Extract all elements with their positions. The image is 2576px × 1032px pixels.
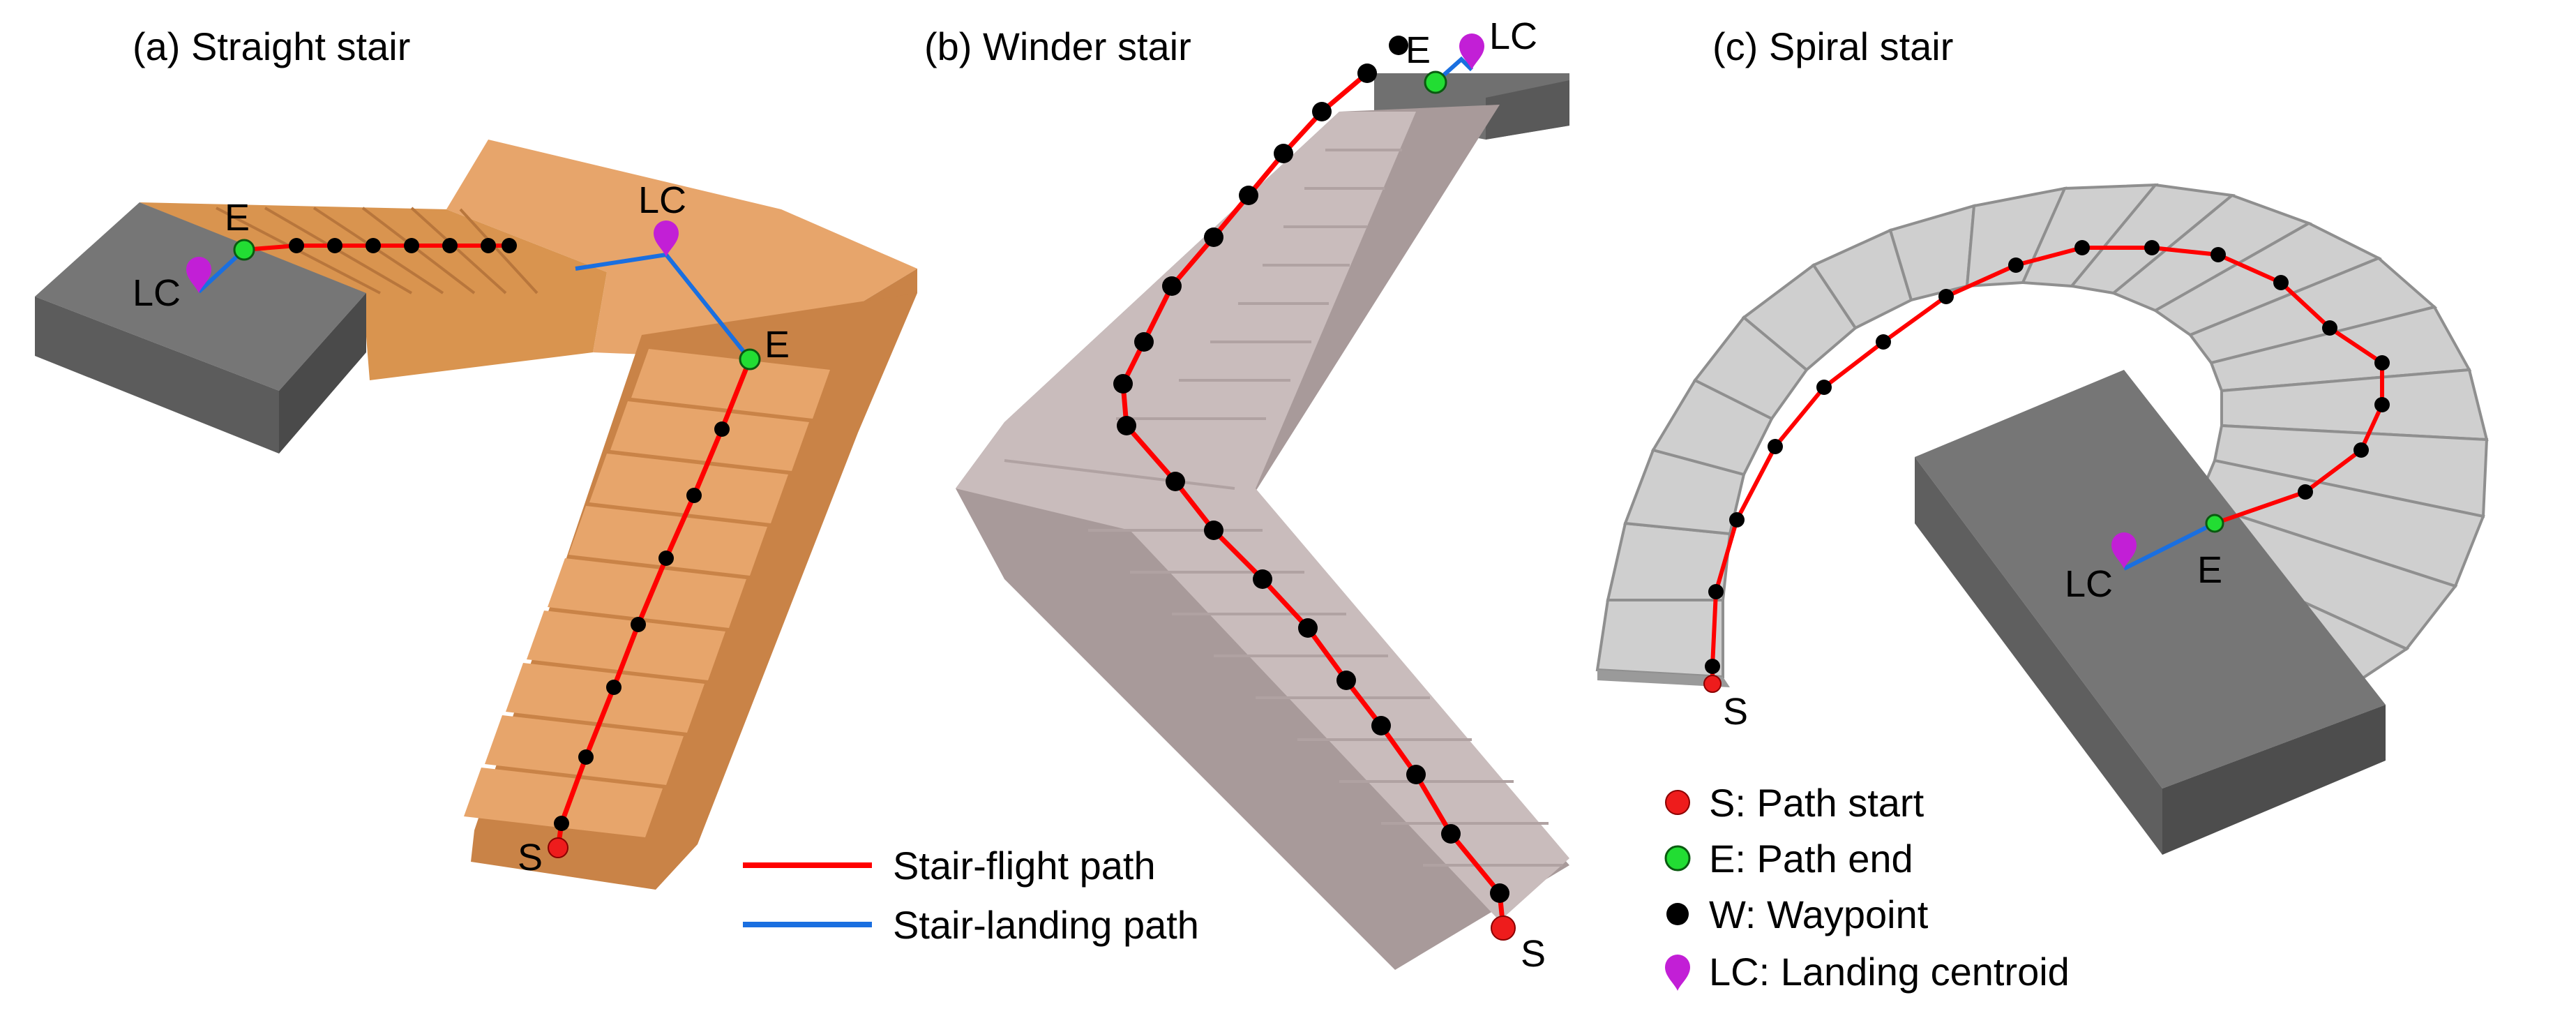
legend-flight-label: Stair-flight path bbox=[893, 844, 1156, 888]
spiral-stair-outer-edge bbox=[1597, 670, 1730, 687]
spiral-stair-start-marker bbox=[1703, 675, 1722, 693]
legend-markers: S: Path start E: Path end W: Waypoint LC… bbox=[1664, 781, 2070, 994]
straight-stair-left-landing-front bbox=[35, 297, 279, 454]
legend-waypoint-marker bbox=[1666, 903, 1689, 925]
winder-stair-end-marker bbox=[1424, 70, 1447, 94]
panel-winder-stair: (b) Winder stair bbox=[924, 15, 1569, 975]
straight-stair-lower-flight-treads bbox=[464, 349, 830, 837]
straight-stair-waypoints bbox=[289, 238, 730, 831]
straight-stair-lc-label-left: LC bbox=[133, 272, 181, 314]
winder-stair-treads-surface bbox=[956, 112, 1569, 921]
straight-stair-start-marker bbox=[548, 837, 568, 858]
winder-stair-lc-label: LC bbox=[1489, 15, 1537, 57]
winder-stair-top-landing-face bbox=[1486, 80, 1569, 140]
straight-stair-lc-label-right: LC bbox=[638, 179, 686, 221]
spiral-stair-landing-front bbox=[1915, 457, 2162, 855]
spiral-stair-landing-top bbox=[1915, 370, 2386, 788]
spiral-stair-waypoints bbox=[1705, 240, 2390, 674]
straight-stair-left-landing-side bbox=[279, 293, 366, 454]
straight-stair-end-marker-left bbox=[233, 239, 255, 261]
spiral-stair-lc-label: LC bbox=[2065, 563, 2113, 605]
winder-stair-start-label: S bbox=[1521, 933, 1546, 975]
legend-end-label: E: Path end bbox=[1709, 837, 1913, 881]
legend-lines: Stair-flight path Stair-landing path bbox=[743, 844, 1199, 947]
legend-end-marker bbox=[1664, 845, 1691, 872]
panel-c-title: (c) Spiral stair bbox=[1712, 24, 1953, 68]
legend-landing-label: Stair-landing path bbox=[893, 903, 1199, 947]
panel-a-title: (a) Straight stair bbox=[133, 24, 410, 68]
legend-waypoint-label: W: Waypoint bbox=[1709, 892, 1929, 936]
spiral-stair-landing-path bbox=[2123, 521, 2216, 571]
legend-start-marker bbox=[1665, 790, 1690, 815]
straight-stair-start-label: S bbox=[518, 837, 543, 878]
spiral-stair-landing-side bbox=[2162, 705, 2386, 855]
straight-stair-end-label-left: E bbox=[225, 197, 250, 239]
winder-stair-start-marker bbox=[1491, 915, 1516, 941]
panel-b-title: (b) Winder stair bbox=[924, 24, 1191, 68]
winder-stair-landing-path bbox=[1434, 56, 1474, 84]
spiral-stair-start-label: S bbox=[1723, 691, 1748, 733]
legend-start-label: S: Path start bbox=[1709, 781, 1925, 825]
straight-stair-upper-landing bbox=[446, 140, 917, 359]
panel-straight-stair: (a) Straight stair bbox=[35, 24, 917, 890]
winder-stair-waypoints bbox=[1113, 36, 1509, 903]
straight-stair-left-landing-top bbox=[35, 202, 366, 391]
straight-stair-end-label-right: E bbox=[764, 324, 790, 366]
legend-landing-centroid-label: LC: Landing centroid bbox=[1709, 950, 2070, 994]
straight-stair-end-marker-right bbox=[739, 348, 761, 371]
winder-stair-tread-lines bbox=[1004, 149, 1562, 867]
spiral-stair-end-label: E bbox=[2197, 549, 2222, 591]
legend-landing-centroid-marker bbox=[1665, 955, 1690, 991]
winder-stair-end-label: E bbox=[1406, 29, 1431, 71]
winder-stair-landing-centroid bbox=[1459, 33, 1484, 70]
panel-spiral-stair: (c) Spiral stair bbox=[1595, 24, 2489, 855]
spiral-stair-end-marker bbox=[2205, 514, 2224, 533]
